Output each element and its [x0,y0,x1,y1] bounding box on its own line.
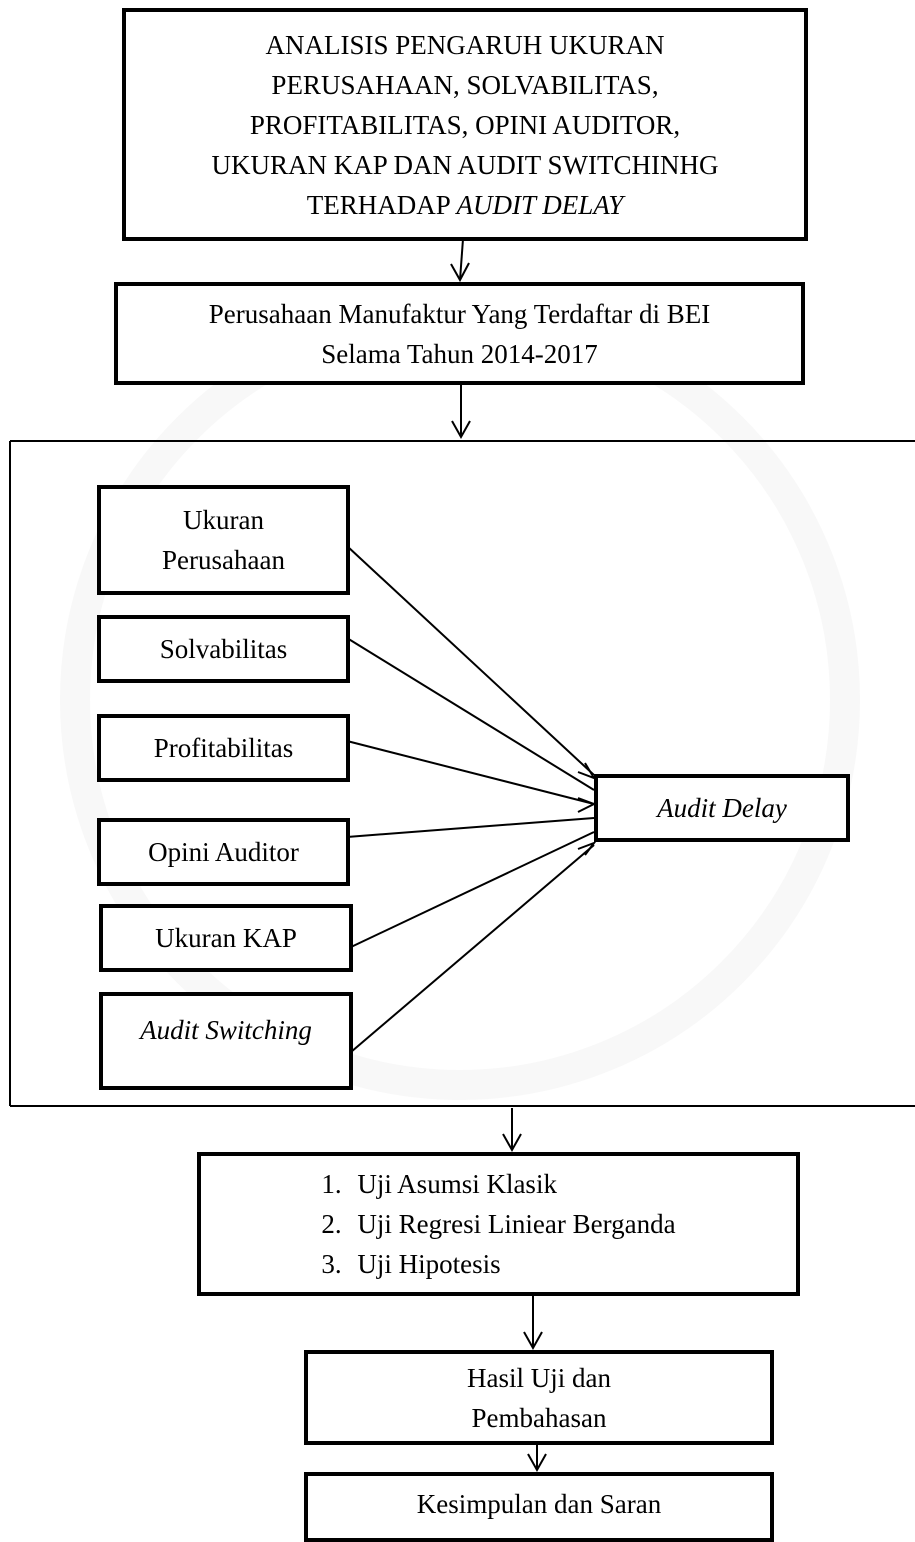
variable-profitabilitas: Profitabilitas [97,714,350,782]
analysis-method-item: 1.Uji Asumsi Klasik [321,1169,557,1199]
variable-ukuran-kap-label: Ukuran KAP [155,923,297,953]
variable-solvabilitas-label: Solvabilitas [159,634,288,664]
arrow-solvabilitas-to-audit-delay [346,637,595,791]
title-line-5: TERHADAP AUDIT DELAY [212,185,719,225]
variable-solvabilitas: Solvabilitas [97,615,350,683]
variable-opini-auditor: Opini Auditor [97,818,350,886]
analysis-methods-box: 1.Uji Asumsi Klasik 2.Uji Regresi Liniea… [197,1152,800,1296]
variable-ukuran-perusahaan-line-1: Ukuran [183,505,264,535]
title-line-1: ANALISIS PENGARUH UKURAN [265,29,665,60]
research-title-box: ANALISIS PENGARUH UKURAN PERUSAHAAN, SOL… [122,8,808,241]
population-box: Perusahaan Manufaktur Yang Terdaftar di … [114,282,805,385]
arrow-opini-auditor-to-audit-delay [346,817,595,838]
arrow-profitabilitas-to-audit-delay [346,740,595,805]
arrowhead-frame-to-analysis [502,1133,522,1153]
results-box: Hasil Uji dan Pembahasan [304,1350,774,1445]
arrow-title-to-population [459,238,464,281]
title-line-3: PROFITABILITAS, OPINI AUDITOR, [249,109,681,140]
variable-ukuran-perusahaan-line-2: Perusahaan [162,545,285,575]
title-line-5-italic: AUDIT DELAY [456,189,624,220]
arrowhead-converge-lower [577,840,597,856]
dependent-audit-delay: Audit Delay [594,774,850,842]
variable-audit-switching-label: Audit Switching [140,1015,312,1045]
conclusion-box: Kesimpulan dan Saran [304,1472,774,1542]
title-line-5-plain: TERHADAP [306,189,457,220]
variable-ukuran-kap: Ukuran KAP [99,904,353,972]
title-line-2: PERUSAHAAN, SOLVABILITAS, [271,69,659,100]
analysis-methods-list: 1.Uji Asumsi Klasik 2.Uji Regresi Liniea… [321,1164,675,1284]
population-line-1: Perusahaan Manufaktur Yang Terdaftar di … [208,298,711,329]
variable-profitabilitas-label: Profitabilitas [153,733,294,763]
analysis-method-item: 3.Uji Hipotesis [321,1249,501,1279]
analysis-method-item: 2.Uji Regresi Liniear Berganda [321,1209,676,1239]
results-line-1: Hasil Uji dan [467,1362,611,1393]
arrowhead-title-to-population [450,262,470,283]
arrow-ukuran-perusahaan-to-audit-delay [346,545,595,776]
conclusion-label: Kesimpulan dan Saran [416,1489,662,1519]
dependent-audit-delay-label: Audit Delay [657,793,787,823]
arrowhead-population-to-frame [451,420,471,440]
arrow-ukuran-kap-to-audit-delay [350,831,595,948]
results-line-2: Pembahasan [471,1402,607,1433]
arrowhead-converge-upper [577,762,597,780]
arrowhead-analysis-to-results [523,1331,543,1351]
arrow-audit-switching-to-audit-delay [350,844,595,1053]
arrowhead-results-to-conclusion [527,1453,547,1473]
variable-ukuran-perusahaan: Ukuran Perusahaan [97,485,350,595]
variable-opini-auditor-label: Opini Auditor [148,837,299,867]
variable-audit-switching: Audit Switching [99,992,353,1090]
title-line-4: UKURAN KAP DAN AUDIT SWITCHINHG [211,149,719,180]
population-line-2: Selama Tahun 2014-2017 [321,338,598,369]
